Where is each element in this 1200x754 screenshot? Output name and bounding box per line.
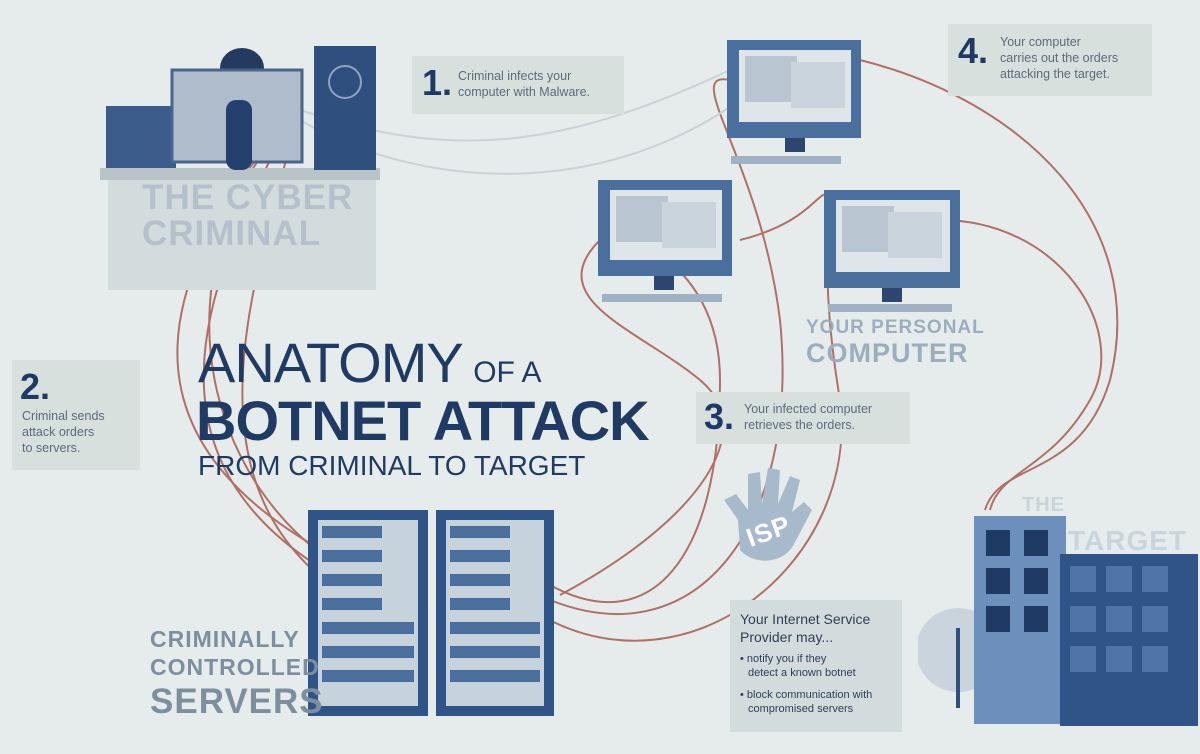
step-1-callout: 1. Criminal infects your computer with M…: [412, 56, 624, 114]
step-3-callout: 3. Your infected computer retrieves the …: [696, 392, 910, 444]
title-line2: BOTNET ATTACK: [196, 389, 650, 452]
title-of-a: OF A: [473, 356, 542, 389]
isp-bullet2-line2: compromised servers: [748, 703, 854, 715]
target-label-line2: TARGET: [1068, 525, 1188, 556]
personal-label-line2: COMPUTER: [806, 338, 969, 368]
target-label-line1: THE: [1022, 494, 1065, 516]
step-4-text-line3: attacking the target.: [1000, 67, 1110, 81]
isp-heading-line2: Provider may...: [740, 629, 834, 645]
step-2-callout: 2. Criminal sends attack orders to serve…: [12, 360, 140, 470]
step-1-text-line1: Criminal infects your: [458, 69, 572, 83]
step-3-number: 3.: [704, 396, 735, 437]
computer-middle: [598, 180, 732, 302]
step-2-number: 2.: [20, 366, 51, 407]
servers-label-line1: CRIMINALLY: [150, 626, 300, 652]
server-racks: [308, 510, 554, 716]
step-1-text-line2: computer with Malware.: [458, 85, 590, 99]
criminal-label-line1: THE CYBER: [142, 178, 354, 217]
wire: [939, 219, 1103, 511]
step-3-text-line2: retrieves the orders.: [744, 418, 856, 432]
step-2-text-line3: to servers.: [22, 441, 81, 455]
isp-bullet1-line2: detect a known botnet: [748, 667, 856, 679]
isp-hand-icon: [724, 468, 812, 561]
target-building: [918, 516, 1198, 726]
step-4-text-line1: Your computer: [1000, 35, 1081, 49]
step-4-text-line2: carries out the orders: [1000, 51, 1119, 65]
step-2-text-line2: attack orders: [22, 425, 95, 439]
criminal-label-line2: CRIMINAL: [142, 214, 322, 253]
isp-heading-line1: Your Internet Service: [740, 611, 871, 627]
wire: [859, 59, 1119, 511]
personal-label-line1: YOUR PERSONAL: [806, 317, 985, 338]
servers-label-line2: CONTROLLED: [150, 654, 320, 680]
step-2-text-line1: Criminal sends: [22, 409, 105, 423]
criminal-workstation: [100, 46, 380, 290]
computer-top: [727, 40, 861, 164]
wire: [549, 78, 784, 615]
step-3-text-line1: Your infected computer: [744, 402, 873, 416]
computer-right: [824, 190, 960, 312]
isp-note: Your Internet Service Provider may... • …: [730, 600, 902, 732]
wire: [559, 239, 725, 596]
step-4-number: 4.: [958, 30, 989, 71]
title-anatomy: ANATOMY: [198, 331, 464, 394]
title-line1: ANATOMY OF A: [198, 330, 542, 395]
isp-bullet1-line1: • notify you if they: [740, 653, 827, 665]
title-line3: FROM CRIMINAL TO TARGET: [198, 450, 586, 481]
step-1-number: 1.: [422, 62, 453, 103]
isp-bullet2-line1: • block communication with: [740, 689, 873, 701]
step-4-callout: 4. Your computer carries out the orders …: [948, 24, 1152, 96]
servers-label-line3: SERVERS: [150, 682, 324, 721]
